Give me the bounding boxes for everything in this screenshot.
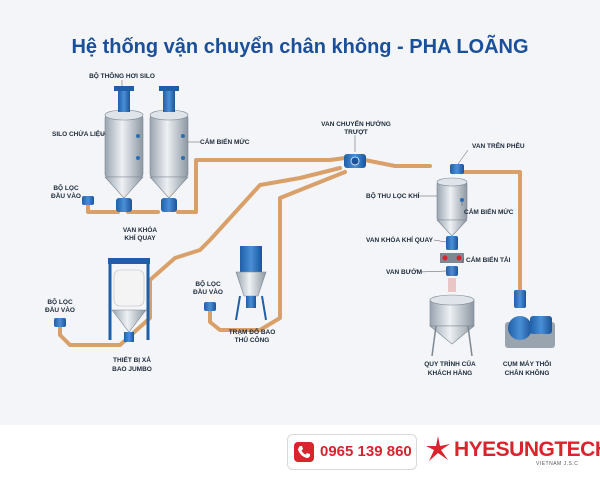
label-blower-b: CHÂN KHÔNG xyxy=(505,368,550,377)
brand-name: HYESUNGTECH xyxy=(454,438,600,462)
label-blower-a: CỤM MÁY THỔI xyxy=(503,359,551,368)
label-diverter-2: TRƯỢT xyxy=(344,129,368,136)
label-receiver: BỘ THU LỌC KHÍ xyxy=(366,191,420,200)
receiver-filter xyxy=(437,164,467,292)
pipe-to-receiver xyxy=(365,160,430,166)
customer-process-hopper xyxy=(430,295,474,356)
phone-number[interactable]: 0965 139 860 xyxy=(320,443,412,460)
label-level-sensor-1: CẢM BIẾN MỨC xyxy=(200,136,250,146)
pipe-branch-jumbo xyxy=(60,168,340,345)
label-silo-vent: BỘ THÔNG HƠI SILO xyxy=(89,71,155,80)
label-hand-dump-b: THỦ CÔNG xyxy=(235,335,270,344)
inlet-filter-2 xyxy=(54,318,66,327)
label-rotary-1b: KHÍ QUAY xyxy=(124,233,156,242)
pipe-branch-handdump xyxy=(210,172,345,330)
label-inlet-filter-1a: BỘ LỌC xyxy=(53,183,79,192)
label-customer-a: QUY TRÌNH CỦA xyxy=(424,359,476,368)
hand-dump-station xyxy=(236,246,266,320)
brand-subtitle: VIETNAM J.S.C xyxy=(536,461,578,467)
label-silo: SILO CHỨA LIỆU xyxy=(52,129,105,138)
butterfly-valve xyxy=(446,266,458,276)
label-customer-b: KHÁCH HÀNG xyxy=(428,368,472,377)
label-level-sensor-2: CẢM BIẾN MỨC xyxy=(464,206,514,216)
inlet-filter-1 xyxy=(82,196,94,205)
label-hand-dump-a: TRẠM ĐỔ BAO xyxy=(229,327,276,336)
rotary-valve-2 xyxy=(161,198,177,212)
label-inlet-filter-3a: BỘ LỌC xyxy=(195,279,221,288)
label-load-cell: CẢM BIẾN TẢI xyxy=(466,254,511,264)
rotary-valve-1 xyxy=(116,198,132,212)
label-rotary-2: VAN KHÓA KHÍ QUAY xyxy=(366,235,434,244)
label-hopper-valve: VAN TRÊN PHỄU xyxy=(472,141,525,150)
jumbo-bag-discharger xyxy=(108,258,150,342)
inlet-filter-3 xyxy=(204,302,216,311)
label-jumbo-a: THIẾT BỊ XẢ xyxy=(113,354,151,364)
level-sensor-dot xyxy=(136,134,140,138)
phone-contact[interactable]: 0965 139 860 xyxy=(287,434,417,470)
system-diagram: BỘ THÔNG HƠI SILO SILO CHỨA LIỆU CẢM BIẾ… xyxy=(0,0,600,425)
pipe-silo1-inlet xyxy=(88,204,118,212)
label-inlet-filter-2a: BỘ LỌC xyxy=(47,297,73,306)
label-diverter-1: VAN CHUYỂN HƯỚNG xyxy=(321,119,391,128)
label-jumbo-b: BAO JUMBO xyxy=(112,366,152,373)
brand-mark-icon xyxy=(424,434,452,464)
diverter-valve xyxy=(344,154,366,168)
pipe-to-blower xyxy=(462,172,520,290)
phone-icon xyxy=(294,442,314,462)
rotary-valve-3 xyxy=(446,236,458,250)
label-butterfly: VAN BƯỚM xyxy=(386,267,422,276)
silo-1 xyxy=(105,86,143,212)
load-cell-icon xyxy=(443,256,448,261)
silo-2 xyxy=(150,86,188,212)
vacuum-blower xyxy=(505,290,555,348)
label-rotary-1a: VAN KHÓA xyxy=(123,225,157,234)
brand-logo: HYESUNGTECH VIETNAM J.S.C xyxy=(424,434,592,468)
